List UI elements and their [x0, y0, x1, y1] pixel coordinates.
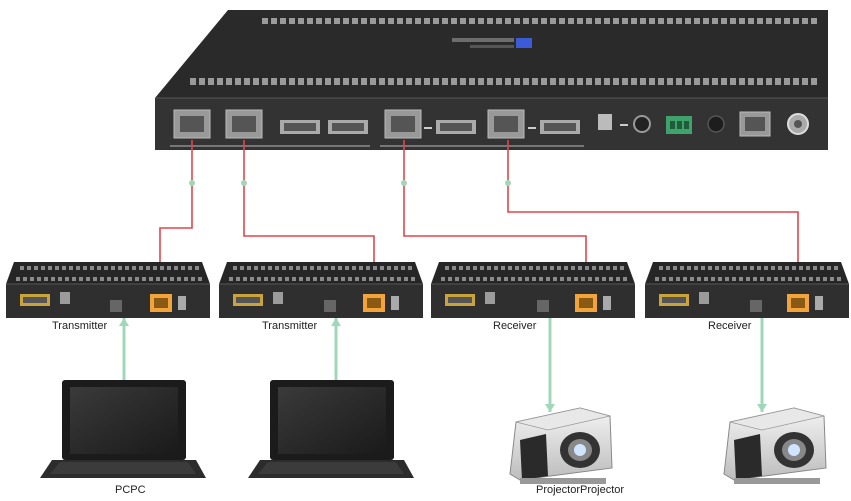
hdmi-port [233, 294, 263, 306]
brand-logo [452, 38, 532, 48]
rj45-port [787, 294, 809, 312]
switcher-rs232-terminal [666, 116, 692, 134]
hdmi-cable-pc-2 [331, 318, 341, 382]
switcher-power-port [787, 113, 809, 135]
power-port [391, 296, 399, 310]
switcher-ir-port [707, 115, 725, 133]
switcher-hdmi-port-2 [328, 120, 368, 134]
switcher-rj45-port-2 [225, 109, 263, 139]
audio-port [699, 292, 709, 304]
rj45-port [575, 294, 597, 312]
projector-1 [509, 407, 613, 484]
audio-port [485, 292, 495, 304]
power-port [603, 296, 611, 310]
receiver-label-2: Receiver [708, 320, 752, 332]
laptop-pc-1 [40, 380, 206, 478]
cable-marker [241, 180, 247, 186]
switcher-vent-top [262, 18, 817, 24]
transmitter-label-1: Transmitter [52, 320, 108, 332]
receiver-box-2 [645, 262, 849, 318]
rj45-port [363, 294, 385, 312]
hdmi-port [445, 294, 475, 306]
hdmi-cable-pc-1 [119, 318, 129, 382]
switcher-top-panel [155, 10, 828, 98]
cable-marker [505, 180, 511, 186]
transmitter-label-2: Transmitter [262, 320, 318, 332]
switcher-lan-port [739, 111, 771, 137]
projector-2 [723, 407, 827, 484]
hdmi-port [659, 294, 689, 306]
hdmi-cable-projector-2 [757, 318, 767, 412]
switcher-hdmi-port-3 [436, 120, 476, 134]
switcher-rj45-port-3 [384, 109, 422, 139]
transmitter-box-1 [6, 262, 210, 318]
switcher-audio-port [598, 114, 651, 133]
switcher-rj45-port-4 [487, 109, 525, 139]
transmitter-box-2 [219, 262, 423, 318]
power-port [178, 296, 186, 310]
cable-marker [401, 180, 407, 186]
projector-label: ProjectorProjector [536, 484, 625, 496]
cable-switcher-to-receiver-2 [507, 140, 799, 296]
switcher-hdmi-port-4 [540, 120, 580, 134]
receiver-label-1: Receiver [493, 320, 537, 332]
control-port [750, 300, 762, 312]
switcher-vent-bottom [190, 78, 817, 85]
switcher-rj45-port-1 [173, 109, 211, 139]
switcher-hdmi-port-1 [280, 120, 320, 134]
laptop-pc-2 [248, 380, 414, 478]
rj45-port [150, 294, 172, 312]
cable-marker [189, 180, 195, 186]
hdmi-cable-projector-1 [545, 318, 555, 412]
control-port [110, 300, 122, 312]
pc-label: PCPC [115, 484, 146, 496]
receiver-box-1 [431, 262, 635, 318]
control-port [324, 300, 336, 312]
control-port [537, 300, 549, 312]
power-port [815, 296, 823, 310]
extender-layer [6, 262, 849, 318]
audio-port [60, 292, 70, 304]
audio-port [273, 292, 283, 304]
hdmi-port [20, 294, 50, 306]
main-switcher-unit [155, 10, 828, 150]
